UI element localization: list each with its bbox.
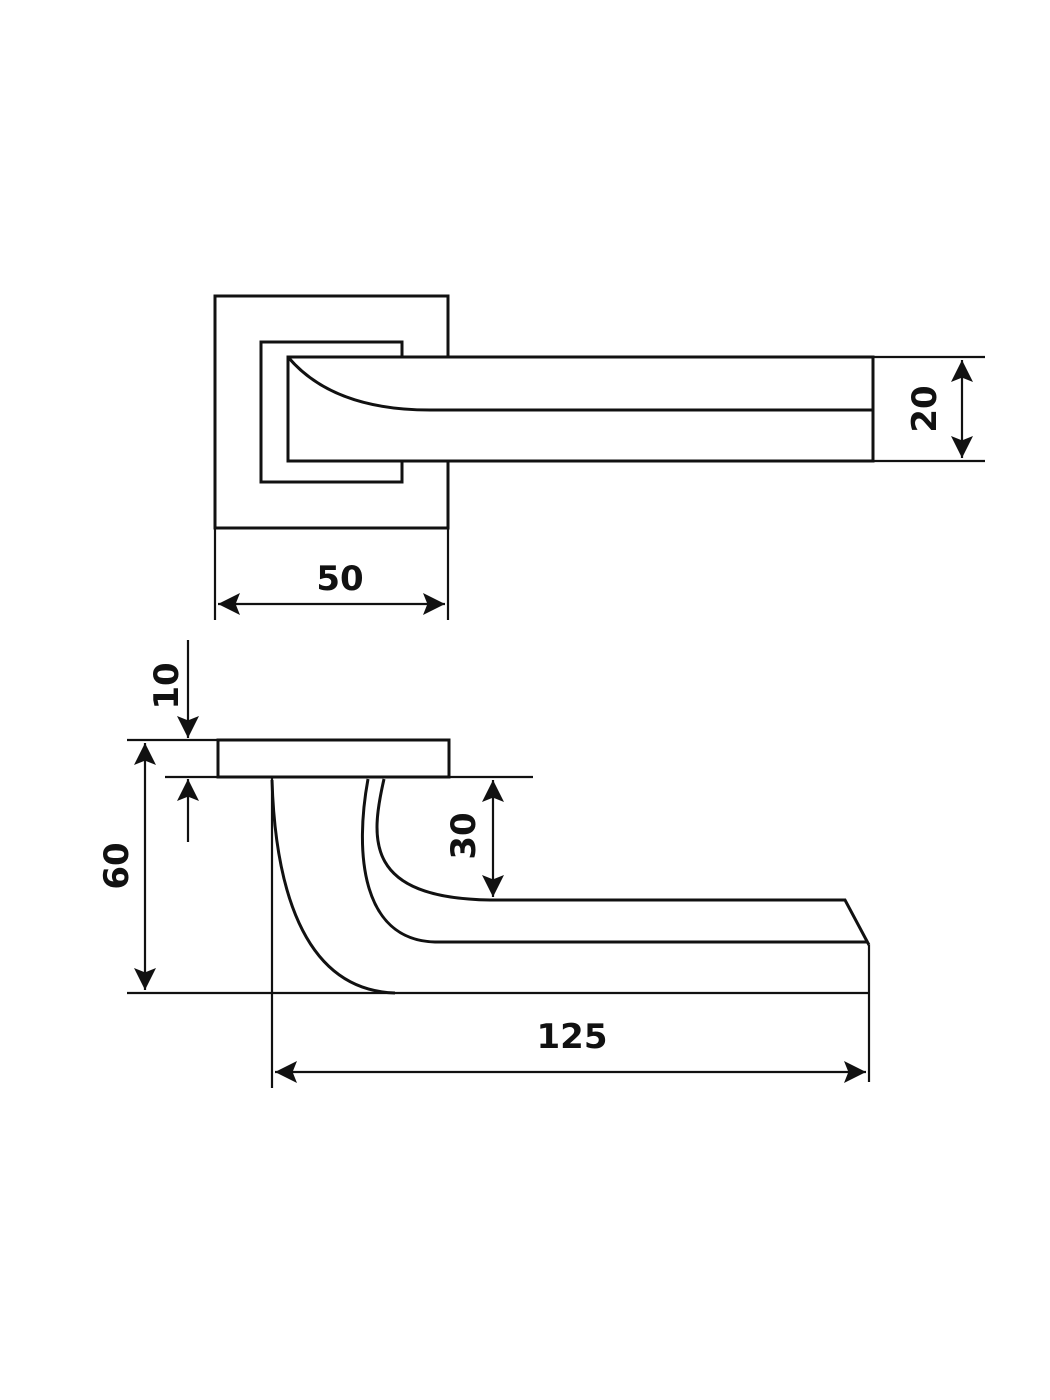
handle-inner-curve: [375, 778, 871, 946]
handle-outer-curve: [270, 779, 396, 995]
rose-side: [216, 738, 451, 779]
dimension-label-60: 60: [97, 842, 137, 889]
lever-edge-line: [286, 356, 873, 412]
dimension-label-10: 10: [147, 662, 187, 709]
side-view: 10 60 30 125: [97, 640, 871, 1088]
top-view: 20 50: [213, 294, 985, 620]
handle-middle-curve: [360, 778, 867, 944]
dimension-label-20: 20: [905, 385, 945, 432]
dimension-label-125: 125: [537, 1017, 608, 1057]
dimension-label-50: 50: [316, 559, 363, 599]
dimension-label-30: 30: [444, 812, 484, 859]
